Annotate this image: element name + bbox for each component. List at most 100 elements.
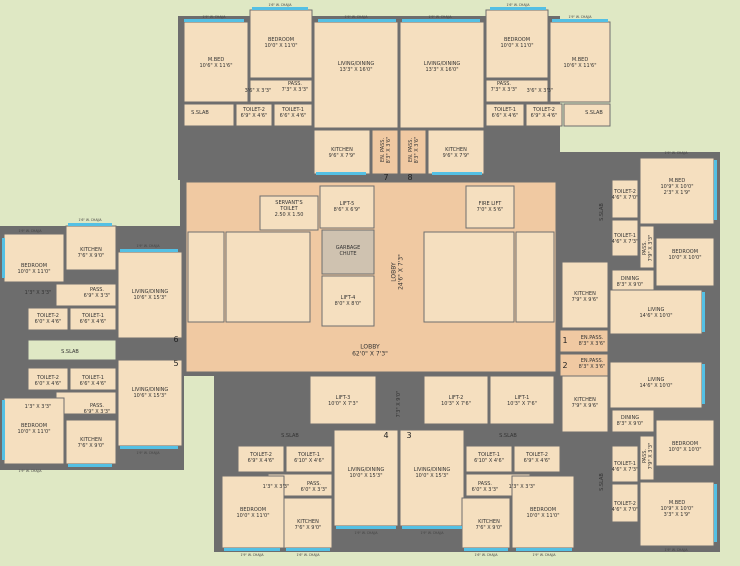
- room-label-line: TOILET-2: [525, 452, 548, 458]
- room-label-line: PASS.: [642, 241, 648, 255]
- room-label-line: 4'6" X 7'3": [612, 467, 639, 473]
- flat-7: [183, 9, 399, 175]
- room-label-line: KITCHEN: [574, 397, 596, 403]
- room-label-line: BEDROOM: [504, 37, 530, 43]
- room-label-line: LOBBY: [391, 262, 398, 282]
- room-label-line: 10'6" X 15'3": [133, 295, 166, 301]
- room-label-line: 7'6" X 9'0": [78, 443, 105, 449]
- room-label-line: 4'6" X 7'0": [612, 507, 639, 513]
- room-label-line: LIVING: [648, 307, 665, 313]
- room-label-line: 7'3" X 9'0": [396, 391, 402, 418]
- room-label-line: 8'6" X 6'9": [334, 207, 361, 213]
- room-label-line: LIVING/DINING: [132, 387, 169, 393]
- room-label-line: TOILET-1: [81, 375, 104, 381]
- room-label-line: PASS.: [307, 481, 321, 487]
- room-label-line: PASS.: [642, 449, 648, 463]
- chajja-label: 1'9" W. CHAJJA: [664, 548, 688, 552]
- room-label-A-enpass: EN. PASS.8'3" X 3'6": [380, 137, 392, 164]
- flat-5: [3, 359, 183, 465]
- room-label-line: LIFT-2: [449, 395, 464, 401]
- room-label-line: 7'6" X 9'0": [78, 253, 105, 259]
- room-label-line: BEDROOM: [268, 37, 294, 43]
- room-label-line: EN.PASS.: [581, 335, 604, 341]
- room-label-line: 10'6" X 11'6": [563, 63, 596, 69]
- flat-3: [399, 429, 575, 549]
- room-label-line: 10'0" X 11'0": [17, 269, 50, 275]
- room-label-line: BEDROOM: [240, 507, 266, 513]
- room-label-line: 6'6" X 4'6": [80, 319, 107, 325]
- room-label-G-pass: PASS.7'9" X 3'3": [642, 235, 654, 262]
- chajja-label: 1'9" W. CHAJJA: [568, 15, 592, 19]
- room-label-line: KITCHEN: [297, 519, 319, 525]
- flat-6: [3, 225, 183, 339]
- chajja-labels: 1'9" W. CHAJJA 1'6" W. CHAJJA 1'9" W. CH…: [18, 3, 688, 557]
- room-label-line: TOILET-1: [297, 452, 320, 458]
- room-label-line: LIFT-4: [341, 295, 356, 301]
- room-label-line: FIRE LIFT: [479, 201, 503, 207]
- room-label-line: S.SLAB: [499, 433, 517, 439]
- room-label-line: BEDROOM: [672, 249, 698, 255]
- room-label-C-pass2: 1'3" X 3'3": [25, 290, 52, 296]
- chajja-label: 1'6" W. CHAJJA: [474, 553, 498, 557]
- room-label-line: 8'0" X 8'0": [335, 301, 362, 307]
- flat-1: [559, 157, 715, 353]
- room-label-line: 10'0" X 11'0": [500, 43, 533, 49]
- flat-numbers: 1 2 3 4 5 6 7 8: [173, 173, 567, 440]
- chajja-label: 1'6" W. CHAJJA: [78, 218, 102, 222]
- room-label-line: 10'0" X 15'3": [415, 473, 448, 479]
- room-label-line: 6'9" X 3'3": [84, 409, 111, 415]
- room-label-line: 10'9" X 10'0": [660, 184, 693, 190]
- stair-right: [423, 231, 555, 323]
- stair-left: [187, 231, 311, 323]
- room-label-line: S.SLAB: [281, 433, 299, 439]
- room-label-line: 10'0" X 15'3": [349, 473, 382, 479]
- flat-number-3: 3: [406, 431, 411, 440]
- room-label-line: 14'6" X 10'0": [639, 313, 672, 319]
- chajja-label: 1'9" W. CHAJJA: [240, 553, 264, 557]
- room-label-line: TOILET-2: [613, 501, 636, 507]
- room-label-line: 7'3" X 3'3": [491, 87, 518, 93]
- room-label-line: 10'3" X 7'6": [507, 401, 537, 407]
- room-label-E-pass2: 1'3" X 3'3": [263, 484, 290, 490]
- room-label-line: 6'10" X 4'6": [474, 458, 504, 464]
- room-label-line: EN. PASS.: [408, 138, 414, 163]
- room-label-line: 13'3" X 16'0": [425, 67, 458, 73]
- room-label-line: BEDROOM: [530, 507, 556, 513]
- lift-1: [489, 375, 555, 425]
- chajja-label: 1'6" W. CHAJJA: [506, 3, 530, 7]
- core: [185, 181, 557, 425]
- room-label-line: TOILET-2: [532, 107, 555, 113]
- room-label-line: TOILET-1: [613, 233, 636, 239]
- room-label-line: 6'9" X 4'6": [241, 113, 268, 119]
- room-label-line: 7'9" X 3'3": [648, 235, 654, 262]
- room-label-line: LIFT-3: [336, 395, 351, 401]
- room-label-line: PASS.: [90, 403, 104, 409]
- chajja-label: 1'9" W. CHAJJA: [532, 553, 556, 557]
- room-label-line: KITCHEN: [478, 519, 500, 525]
- room-label-line: TOILET-2: [242, 107, 265, 113]
- room-label-B-pass1: PASS.7'3" X 3'3": [491, 81, 518, 93]
- room-label-line: BEDROOM: [21, 423, 47, 429]
- room-label-line: 10'0" X 7'3": [328, 401, 358, 407]
- room-label-line: SERVANT'S: [275, 200, 302, 206]
- room-label-line: 1'3" X 3'3": [263, 484, 290, 490]
